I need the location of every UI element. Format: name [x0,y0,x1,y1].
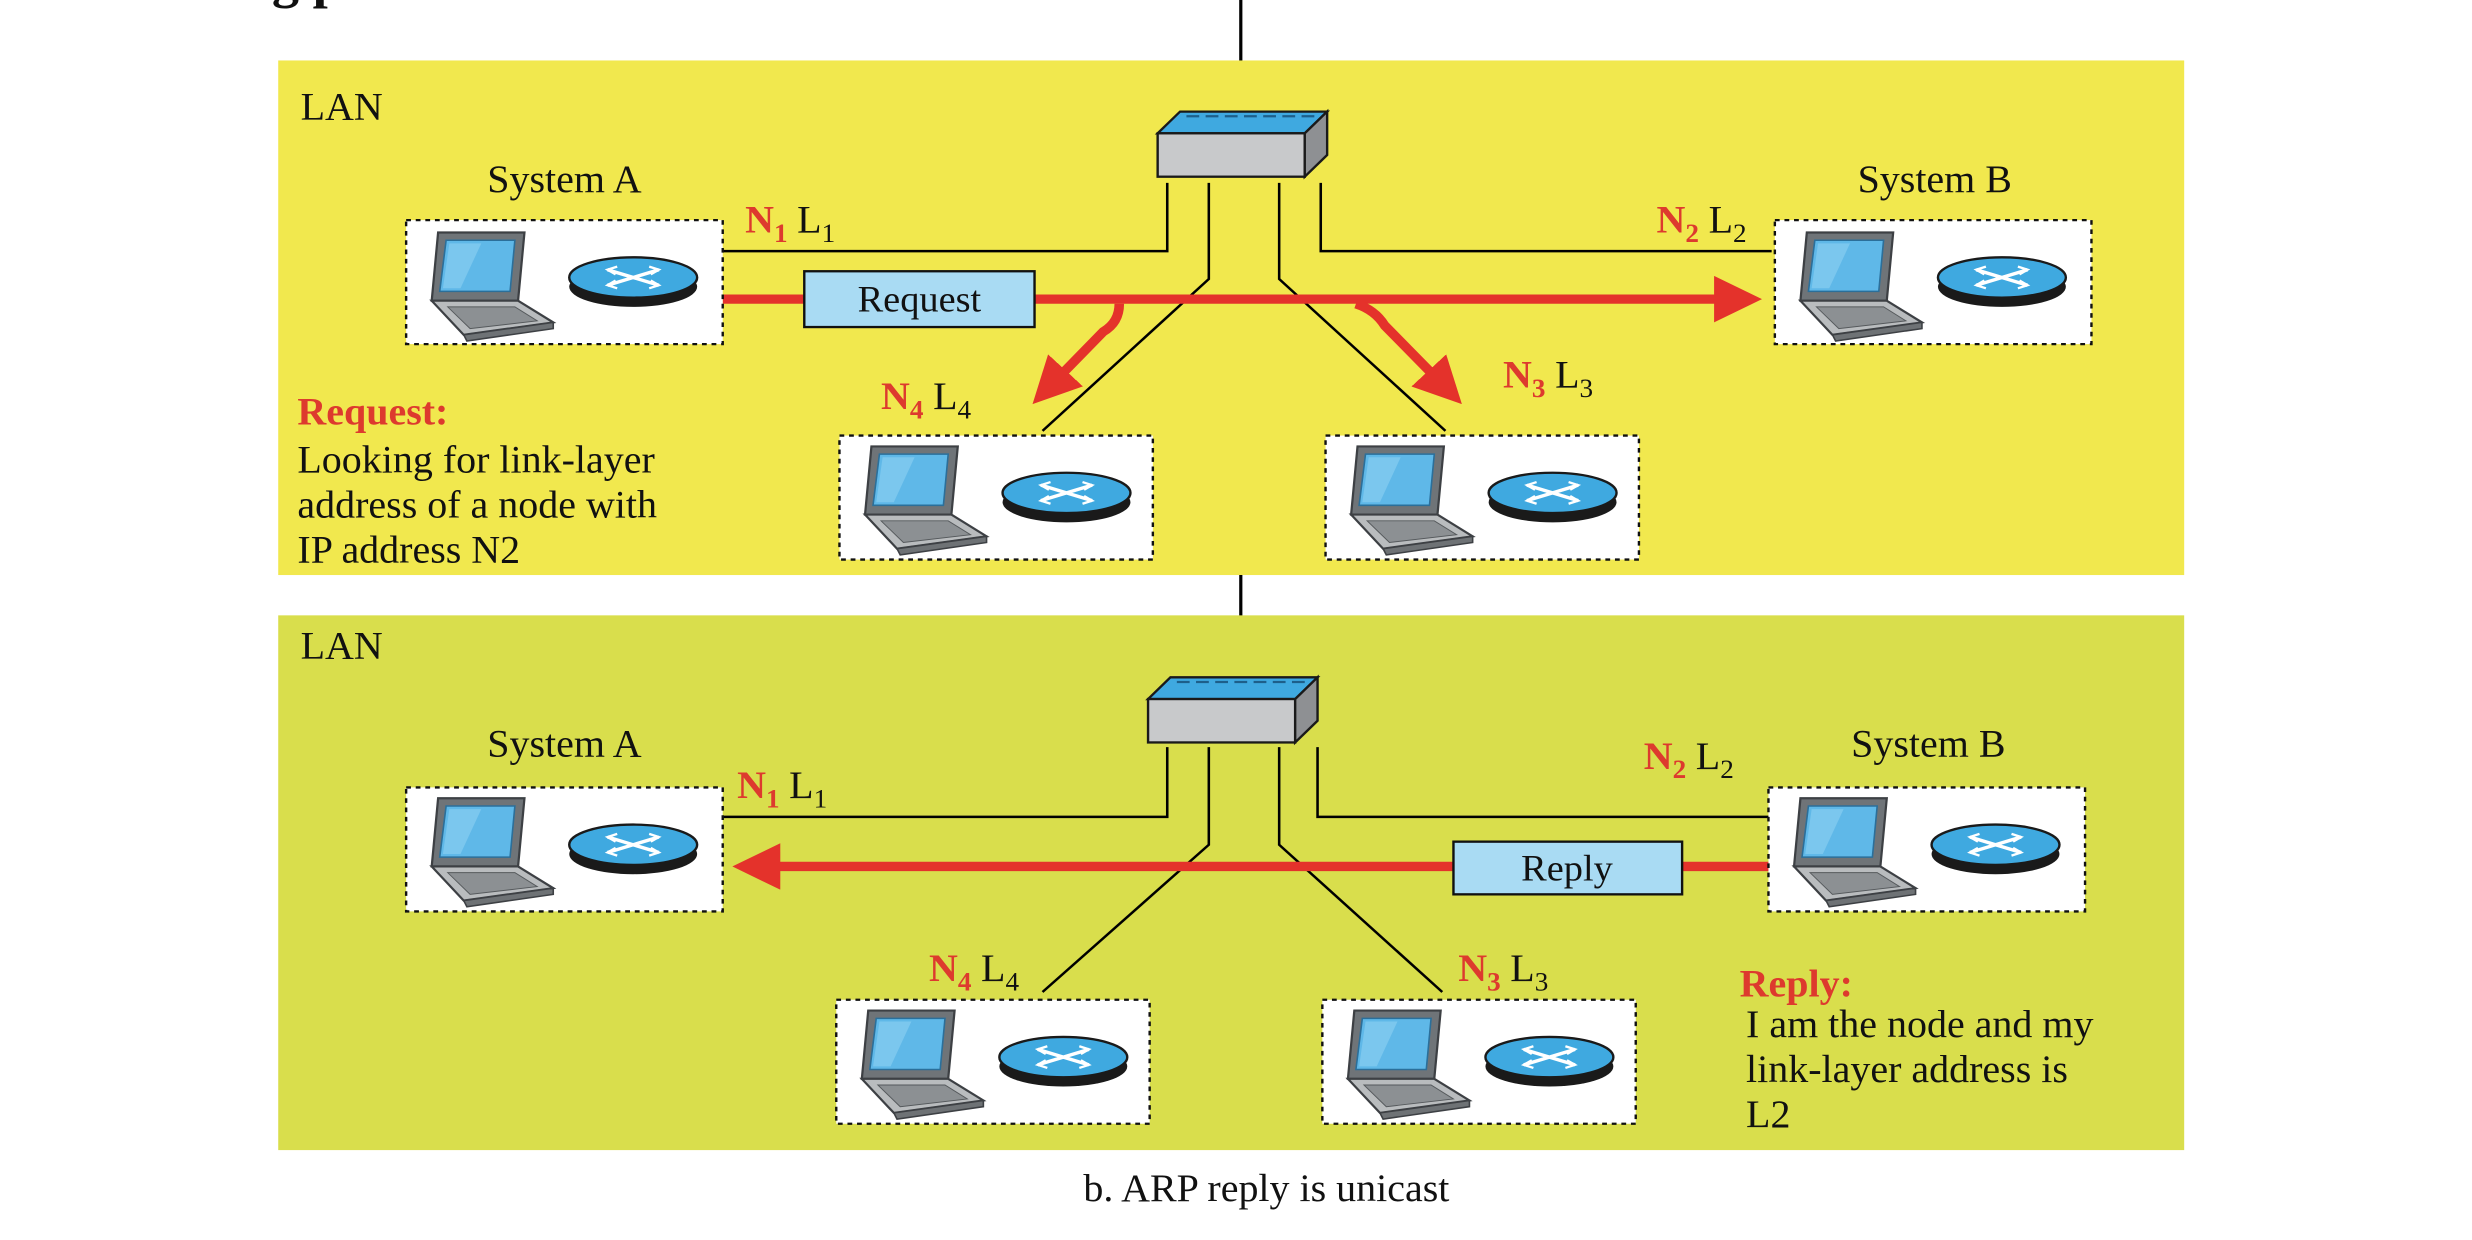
system-b-label: System B [1858,158,2012,201]
reply-packet [1452,840,1684,896]
router-icon [567,255,699,309]
router-icon [1000,470,1133,525]
router-icon [1483,1035,1616,1089]
request-packet [803,270,1036,329]
figure-caption: b. ARP reply is unicast [1083,1167,1449,1210]
lan-label: LAN [301,624,383,667]
cropped-title: g p [272,0,343,9]
top-wires [722,182,1772,432]
request-note-line: Looking for link-layer [297,438,654,481]
system-b-label: System B [1851,722,2005,765]
request-packet-label: Request [858,279,982,320]
reply-note-line: I am the node and my [1746,1002,2094,1045]
system-a-label: System A [487,722,642,765]
request-note-line: IP address N2 [297,528,520,571]
hub-icon [1146,676,1319,744]
system-a-label: System A [487,158,642,201]
reply-note-title: Reply: [1740,962,1853,1005]
router-icon [1936,255,2068,309]
lan-label: LAN [301,85,383,128]
router-icon [997,1035,1130,1089]
request-note-title: Request: [297,390,448,433]
reply-note-line: L2 [1746,1092,1790,1135]
router-icon [1486,470,1619,525]
reply-note-line: link-layer address is [1746,1047,2068,1090]
reply-packet-label: Reply [1521,848,1613,889]
router-icon [567,822,699,876]
bottom-wires [722,747,1769,993]
request-note-line: address of a node with [297,483,657,526]
router-icon [1929,822,2062,876]
hub-icon [1156,110,1329,178]
